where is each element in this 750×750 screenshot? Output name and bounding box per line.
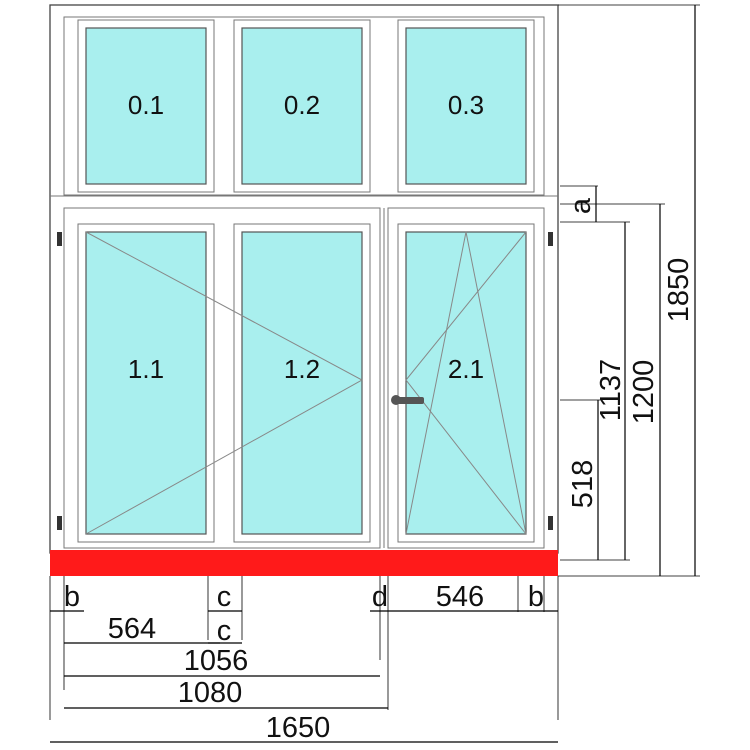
dim-overall-height: 1850 [663,258,695,323]
dim-width-564: 564 [108,613,156,645]
pane-label-1-2: 1.2 [284,354,320,384]
opening-indicator-turn [405,231,527,535]
right-sash-frame [387,207,545,549]
hinge-icon [548,516,553,530]
dim-overall-width: 1650 [266,712,331,744]
pane-label-1-1: 1.1 [128,354,164,384]
dimension-lines-bottom [49,576,559,743]
transom-pane-3 [397,19,535,193]
dim-offset-d: d [372,581,388,613]
handle-icon [391,395,424,405]
hinge-icon [548,232,553,246]
sash-pane-1-2 [233,223,371,543]
sash-pane-2-1 [397,223,535,543]
opening-indicator-left-sash [85,231,364,535]
transom-pane-2 [233,19,371,193]
dim-width-1056: 1056 [184,645,249,677]
dim-width-546: 546 [436,581,484,613]
pane-label-2-1: 2.1 [448,354,484,384]
pane-label-0-3: 0.3 [448,90,484,120]
dimension-lines-right [558,4,700,577]
transom-frame [63,16,545,196]
pane-label-0-1: 0.1 [128,90,164,120]
pane-label-0-2: 0.2 [284,90,320,120]
dim-offset-c-1: c [217,581,232,613]
dim-handle-to-top: 1137 [595,359,627,421]
dim-offset-c-2: c [217,615,232,647]
dim-offset-b-right: b [528,581,544,613]
transom-pane-1 [77,19,215,193]
opening-indicator-tilt [405,231,527,535]
dim-width-1080: 1080 [178,677,243,709]
dim-handle-height: 518 [567,460,599,508]
dim-offset-a: a [565,197,597,214]
dim-offset-b-left: b [64,581,80,613]
hinge-icon [57,516,62,530]
sill-bar [50,550,558,576]
sash-pane-1-1 [77,223,215,543]
hinge-icon [57,232,62,246]
left-sash-frame [63,207,381,549]
dim-sash-height: 1200 [628,360,660,425]
